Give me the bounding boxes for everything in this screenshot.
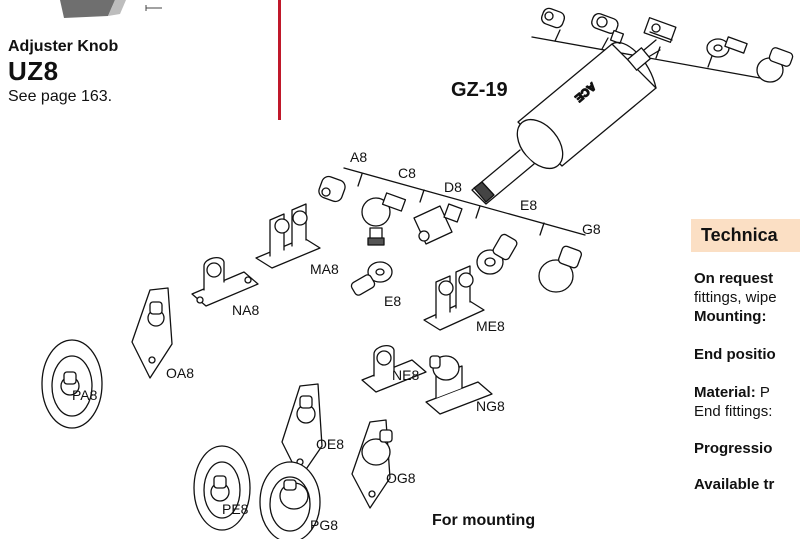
spec-on-request-label: On request <box>694 270 774 287</box>
adjuster-knob-block: Adjuster Knob UZ8 See page 163. <box>8 37 208 107</box>
spec-on-request: On request <box>694 270 773 287</box>
fitting-c8 <box>361 192 407 246</box>
spec-end-fittings: End fittings: <box>694 403 773 420</box>
bracket-na8 <box>191 256 259 307</box>
label-na8: NA8 <box>232 302 259 318</box>
mounting-caption: For mounting <box>432 512 536 529</box>
plate-pe8 <box>193 445 251 531</box>
label-ne8: NE8 <box>392 367 419 383</box>
bracket-me8 <box>423 265 485 331</box>
top-fitting-rod-eye <box>706 36 748 58</box>
plate-oa8 <box>131 287 173 379</box>
bracket-ne8 <box>361 344 427 393</box>
plate-pg8 <box>259 461 321 539</box>
bracket-ma8 <box>255 203 321 269</box>
red-divider <box>278 0 281 120</box>
plate-pa8 <box>41 339 103 429</box>
label-ma8: MA8 <box>310 261 339 277</box>
label-oe8: OE8 <box>316 436 344 452</box>
label-pg8: PG8 <box>310 517 338 533</box>
top-fitting-ball-joint <box>591 13 625 45</box>
top-fitting-clevis <box>643 17 677 43</box>
spec-mounting-label: Mounting: <box>694 308 767 325</box>
fitting-d8 <box>413 203 463 245</box>
label-og8: OG8 <box>386 470 416 486</box>
label-ng8: NG8 <box>476 398 505 414</box>
label-c8: C8 <box>398 165 416 181</box>
spec-material-label: Material: <box>694 384 756 401</box>
label-a8: A8 <box>350 149 367 165</box>
knob-code: UZ8 <box>8 56 59 86</box>
gas-spring-cylinder <box>471 39 657 205</box>
spec-material: Material: P <box>694 384 770 401</box>
spec-progression: Progressio <box>694 440 772 457</box>
spec-mounting: Mounting: <box>694 308 766 325</box>
fitting-e8-lower <box>350 261 393 296</box>
model-title: GZ-19 <box>451 79 508 101</box>
fitting-e8-top <box>476 233 518 275</box>
label-pe8: PE8 <box>222 501 249 517</box>
spec-on-request-text: fittings, wipe <box>694 289 777 306</box>
label-oa8: OA8 <box>166 365 194 381</box>
spec-material-text: P <box>759 384 770 401</box>
label-g8: G8 <box>582 221 601 237</box>
top-fitting-eye <box>540 7 566 29</box>
knob-page-reference: See page 163. <box>8 88 113 105</box>
spec-available: Available tr <box>694 476 774 493</box>
fittings-leader-line <box>343 167 586 236</box>
fitting-g8 <box>538 245 582 293</box>
knob-image-fragment <box>60 0 162 18</box>
label-d8: D8 <box>444 179 462 195</box>
label-me8: ME8 <box>476 318 505 334</box>
technical-header-text: Technica <box>701 225 778 245</box>
technical-header: Technica <box>691 219 800 252</box>
spec-available-label: Available tr <box>694 476 775 493</box>
label-pa8: PA8 <box>72 387 98 403</box>
fitting-a8 <box>318 175 346 203</box>
label-e8-lower: E8 <box>384 293 401 309</box>
spec-end-position-label: End positio <box>694 346 776 363</box>
knob-title: Adjuster Knob <box>8 38 119 55</box>
label-e8-top: E8 <box>520 197 537 213</box>
bracket-ng8 <box>425 355 493 415</box>
spec-progression-label: Progressio <box>694 440 773 457</box>
plate-og8 <box>351 419 393 509</box>
spec-end-position: End positio <box>694 346 776 363</box>
top-fitting-ball-socket <box>756 47 794 83</box>
